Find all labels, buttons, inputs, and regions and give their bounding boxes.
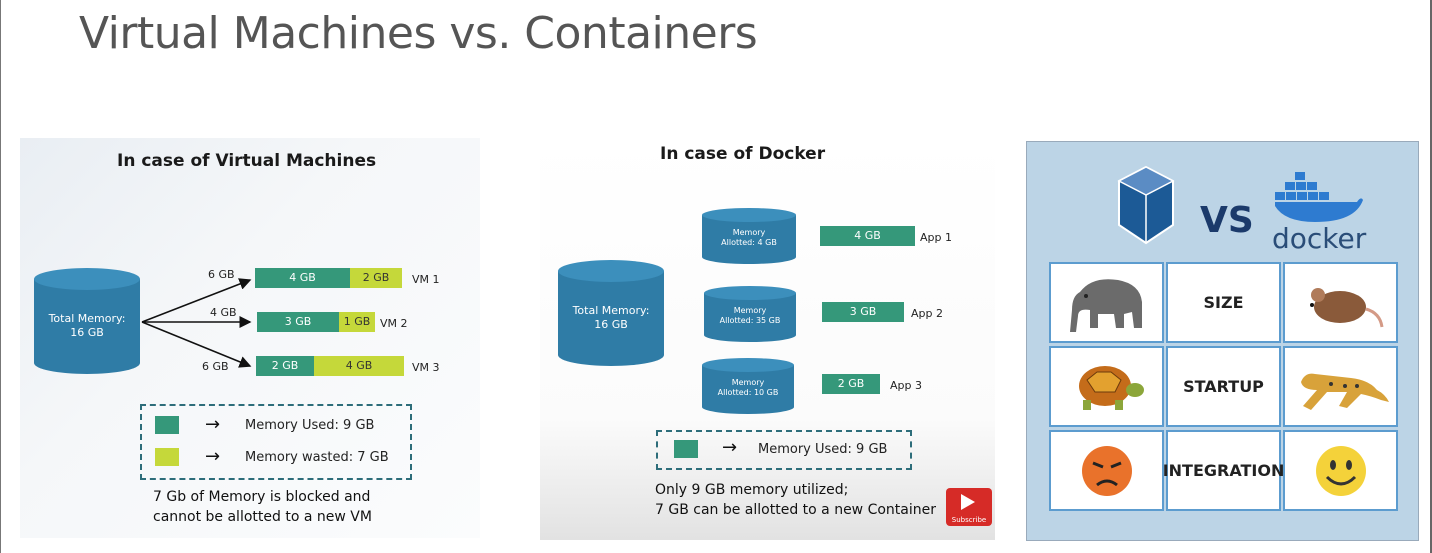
vm-total-memory-cylinder: Total Memory: 16 GB [34,268,140,374]
elephant-icon [1069,279,1142,332]
app1-label: App 1 [920,231,952,244]
legend-arrow-icon: → [722,437,738,458]
smiley-face-icon [1315,445,1366,496]
size-vm-cell [1049,262,1164,343]
docker-whale-icon [1275,172,1363,222]
vs-label: VS [1200,200,1254,241]
vm-heading: In case of Virtual Machines [117,151,377,171]
integration-docker-cell [1283,430,1398,511]
vm3-wasted-bar: 4 GB [314,356,404,376]
virtualbox-logo-icon [1117,165,1175,245]
size-label-cell: SIZE [1166,262,1281,343]
vm1-label: VM 1 [412,273,440,286]
turtle-icon [1078,365,1144,410]
vm1-alloc: 6 GB [208,268,235,281]
slide-title: Virtual Machines vs. Containers [79,8,758,59]
docker-total-memory-cylinder: Total Memory: 16 GB [558,260,664,366]
row-label-size: SIZE [1203,293,1244,312]
vm1-used-bar: 4 GB [255,268,350,288]
vm-legend [140,404,412,480]
startup-label-cell: STARTUP [1166,346,1281,427]
slide-right-border [1430,0,1432,553]
angry-face-icon [1081,445,1132,496]
used-swatch [674,440,698,458]
startup-docker-cell [1283,346,1398,427]
vm-legend-used: Memory Used: 9 GB [245,418,375,433]
legend-arrow-icon: → [205,446,221,467]
app2-label: App 2 [911,307,943,320]
vm3-used-bar: 2 GB [256,356,314,376]
startup-vm-cell [1049,346,1164,427]
integration-vm-cell [1049,430,1164,511]
wasted-swatch [155,448,179,466]
vm-legend-wasted: Memory wasted: 7 GB [245,450,389,465]
app1-bar: 4 GB [820,226,915,246]
docker-note: Only 9 GB memory utilized; 7 GB can be a… [655,482,936,518]
docker-heading: In case of Docker [660,144,826,164]
subscribe-button[interactable]: Subscribe [946,488,992,526]
size-docker-cell [1283,262,1398,343]
row-label-startup: STARTUP [1183,377,1264,396]
vm-note: 7 Gb of Memory is blocked and cannot be … [153,489,372,525]
docker-legend-used: Memory Used: 9 GB [758,442,888,457]
used-swatch [155,416,179,434]
vm-total-value: 16 GB [70,326,104,339]
vm2-alloc: 4 GB [210,306,237,319]
integration-label-cell: INTEGRATION [1163,430,1284,511]
vm3-label: VM 3 [412,361,440,374]
mouse-icon [1309,287,1383,327]
slide-left-border [0,0,1,553]
docker-legend [656,430,912,470]
cheetah-icon [1300,373,1389,410]
vm1-wasted-bar: 2 GB [350,268,402,288]
app3-label: App 3 [890,379,922,392]
vm2-wasted-bar: 1 GB [339,312,375,332]
docker-total-value: 16 GB [594,318,628,331]
app3-bar: 2 GB [822,374,880,394]
app2-bar: 3 GB [822,302,904,322]
docker-wordmark: docker [1272,222,1367,255]
vm3-alloc: 6 GB [202,360,229,373]
docker-total-label: Total Memory: [572,304,650,317]
vm2-used-bar: 3 GB [257,312,339,332]
legend-arrow-icon: → [205,414,221,435]
row-label-integration: INTEGRATION [1162,461,1285,480]
vm2-label: VM 2 [380,317,408,330]
play-icon [961,494,975,510]
vm-total-label: Total Memory: [48,312,126,325]
